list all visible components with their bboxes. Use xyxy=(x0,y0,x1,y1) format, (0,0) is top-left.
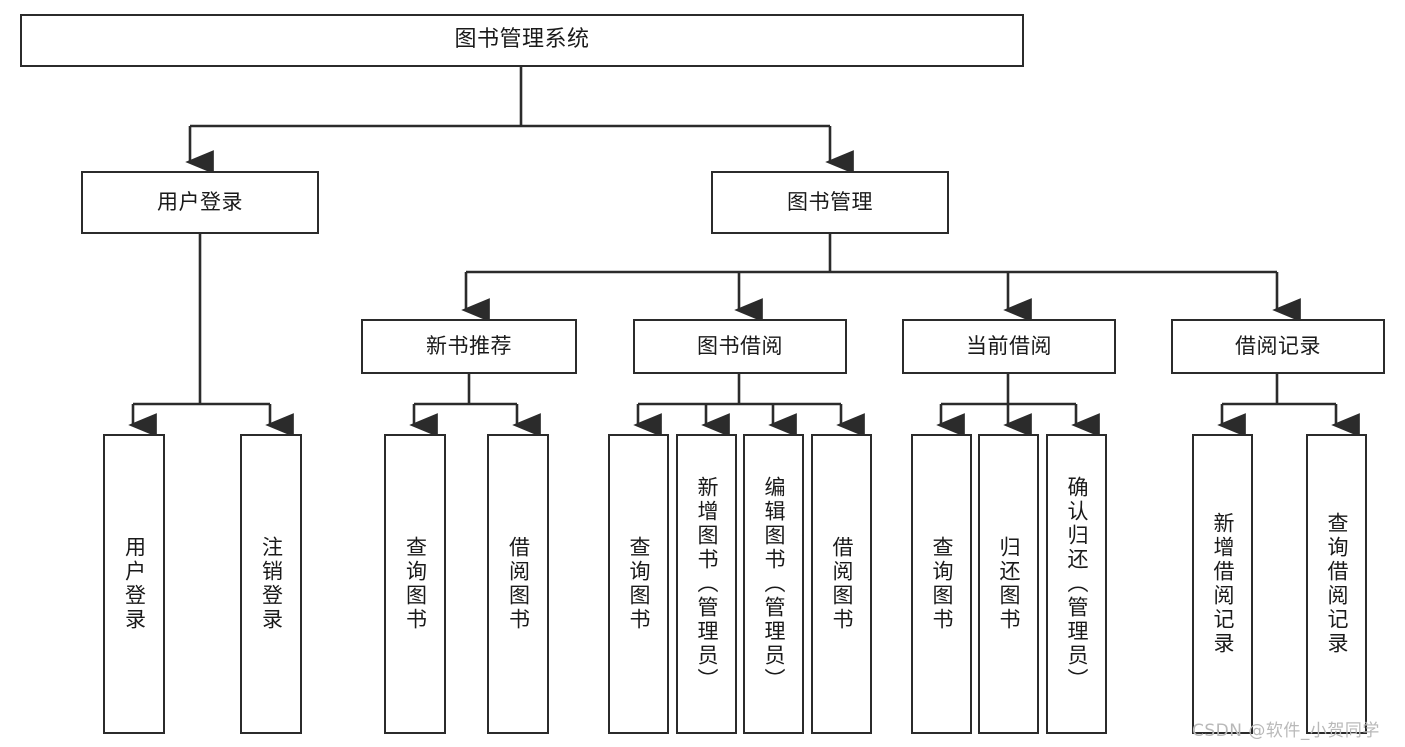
node-borrow-record[interactable]: 借阅记录 xyxy=(1171,319,1385,374)
leaf-query-book-3-label: 查询图书 xyxy=(930,536,954,632)
node-root-label: 图书管理系统 xyxy=(454,27,590,53)
leaf-query-record-label: 查询借阅记录 xyxy=(1325,512,1349,656)
leaf-borrow-book-1-label: 借阅图书 xyxy=(506,536,531,632)
node-user-login-label: 用户登录 xyxy=(157,189,243,214)
leaf-query-record[interactable]: 查询借阅记录 xyxy=(1306,434,1367,734)
leaf-add-record-label: 新增借阅记录 xyxy=(1211,512,1235,656)
leaf-query-book-3[interactable]: 查询图书 xyxy=(911,434,972,734)
leaf-borrow-book-2-label: 借阅图书 xyxy=(830,536,854,632)
node-book-borrow[interactable]: 图书借阅 xyxy=(633,319,847,374)
leaf-confirm-return-label: 确认归还（管理员） xyxy=(1065,476,1089,692)
node-new-book-rec-label: 新书推荐 xyxy=(426,333,512,358)
leaf-user-login-label: 用户登录 xyxy=(122,536,147,632)
leaf-query-book-1-label: 查询图书 xyxy=(403,536,428,632)
node-new-book-rec[interactable]: 新书推荐 xyxy=(361,319,577,374)
leaf-query-book-1[interactable]: 查询图书 xyxy=(384,434,446,734)
csdn-watermark: CSDN @软件_小贺同学 xyxy=(1192,721,1380,741)
node-current-borrow-label: 当前借阅 xyxy=(966,333,1052,358)
leaf-return-book[interactable]: 归还图书 xyxy=(978,434,1039,734)
node-root[interactable]: 图书管理系统 xyxy=(20,14,1024,67)
node-book-manage[interactable]: 图书管理 xyxy=(711,171,949,234)
leaf-borrow-book-1[interactable]: 借阅图书 xyxy=(487,434,549,734)
leaf-confirm-return[interactable]: 确认归还（管理员） xyxy=(1046,434,1107,734)
leaf-edit-book[interactable]: 编辑图书（管理员） xyxy=(743,434,804,734)
leaf-return-book-label: 归还图书 xyxy=(997,536,1021,632)
leaf-borrow-book-2[interactable]: 借阅图书 xyxy=(811,434,872,734)
leaf-logout[interactable]: 注销登录 xyxy=(240,434,302,734)
node-book-borrow-label: 图书借阅 xyxy=(697,333,783,358)
leaf-edit-book-label: 编辑图书（管理员） xyxy=(762,476,786,692)
node-user-login[interactable]: 用户登录 xyxy=(81,171,319,234)
leaf-query-book-2-label: 查询图书 xyxy=(627,536,651,632)
node-current-borrow[interactable]: 当前借阅 xyxy=(902,319,1116,374)
leaf-add-book[interactable]: 新增图书（管理员） xyxy=(676,434,737,734)
node-book-manage-label: 图书管理 xyxy=(787,189,873,214)
leaf-add-record[interactable]: 新增借阅记录 xyxy=(1192,434,1253,734)
leaf-user-login[interactable]: 用户登录 xyxy=(103,434,165,734)
leaf-logout-label: 注销登录 xyxy=(259,536,284,632)
leaf-query-book-2[interactable]: 查询图书 xyxy=(608,434,669,734)
leaf-add-book-label: 新增图书（管理员） xyxy=(695,476,719,692)
node-borrow-record-label: 借阅记录 xyxy=(1235,333,1321,358)
